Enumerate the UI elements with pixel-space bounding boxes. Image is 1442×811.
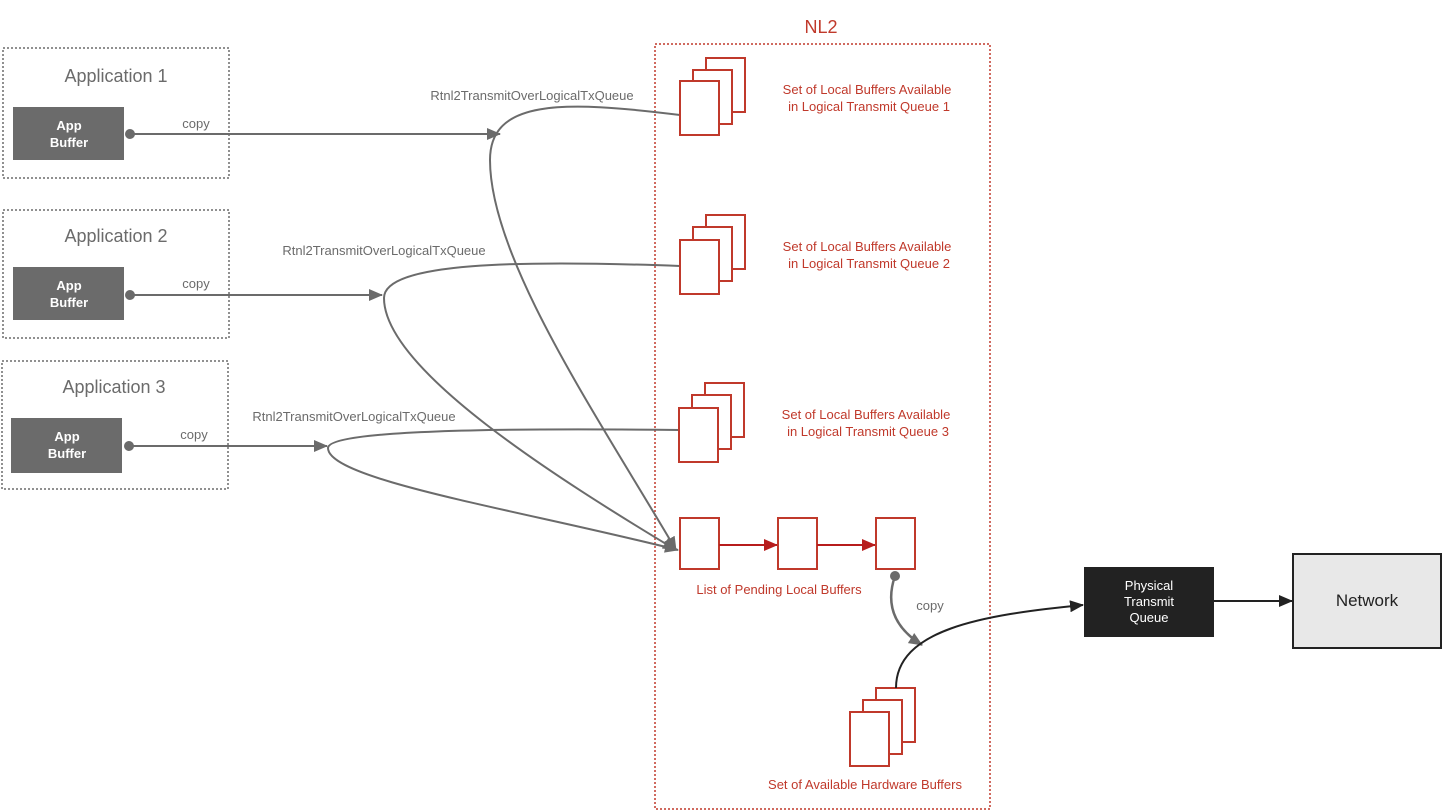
nl2-frame xyxy=(654,43,991,810)
application-2-title: Application 2 xyxy=(64,226,167,246)
app-buffer-1[interactable] xyxy=(13,107,124,160)
app-buffer-2[interactable] xyxy=(13,267,124,320)
application-3-frame xyxy=(1,360,229,490)
app-buffer-1-label-line1: App xyxy=(56,118,81,133)
pending-buffer-3[interactable] xyxy=(875,517,916,570)
hardware-buffer-stack[interactable] xyxy=(849,687,916,767)
hardware-copy-arrow xyxy=(890,571,923,647)
network-node[interactable]: Network xyxy=(1292,553,1442,649)
pending-buffer-2[interactable] xyxy=(777,517,818,570)
queue-1-label-line2: in Logical Transmit Queue 1 xyxy=(788,99,950,114)
pending-buffer-1[interactable] xyxy=(679,517,720,570)
queue-2-label-line2: in Logical Transmit Queue 2 xyxy=(788,256,950,271)
queue-3-label-line1: Set of Local Buffers Available xyxy=(782,407,951,422)
application-1-group: Application 1 App Buffer copy xyxy=(2,47,230,179)
buffer-stack-queue-3[interactable] xyxy=(678,382,745,463)
flow-curve-queue-3 xyxy=(326,428,681,553)
application-1-title: Application 1 xyxy=(64,66,167,86)
app-buffer-2-label-line2: Buffer xyxy=(50,295,88,310)
physical-queue-label-line2: Transmit xyxy=(1124,594,1174,609)
flow-curve-queue-1 xyxy=(488,105,681,551)
hardware-copy-curve xyxy=(890,575,923,647)
application-3-group: Application 3 App Buffer copy xyxy=(1,360,229,490)
physical-queue-label-line1: Physical xyxy=(1125,578,1174,593)
app-buffer-3-label-line1: App xyxy=(54,429,79,444)
application-1-frame xyxy=(2,47,230,179)
function-label-1: Rtnl2TransmitOverLogicalTxQueue xyxy=(430,88,633,103)
hardware-to-physical-curve xyxy=(895,600,1084,689)
copy-label-3: copy xyxy=(180,427,208,442)
buffer-stack-queue-2[interactable] xyxy=(679,214,746,295)
copy-arrow-2 xyxy=(125,289,383,301)
app-buffer-3-label-line2: Buffer xyxy=(48,446,86,461)
copy-label-1: copy xyxy=(182,116,210,131)
network-label: Network xyxy=(1336,591,1399,610)
application-2-group: Application 2 App Buffer copy xyxy=(2,209,230,339)
copy-label-2: copy xyxy=(182,276,210,291)
application-2-frame xyxy=(2,209,230,339)
physical-queue-label-line3: Queue xyxy=(1129,610,1168,625)
function-label-3: Rtnl2TransmitOverLogicalTxQueue xyxy=(252,409,455,424)
app-buffer-1-label-line2: Buffer xyxy=(50,135,88,150)
buffer-stack-queue-1[interactable] xyxy=(679,57,746,136)
application-3-title: Application 3 xyxy=(62,377,165,397)
hardware-buffers-label: Set of Available Hardware Buffers xyxy=(768,777,962,792)
queue-1-label-line1: Set of Local Buffers Available xyxy=(783,82,952,97)
app-buffer-2-label-line1: App xyxy=(56,278,81,293)
pending-list-label: List of Pending Local Buffers xyxy=(696,582,862,597)
copy-arrow-3 xyxy=(124,440,328,452)
queue-2-label-line1: Set of Local Buffers Available xyxy=(783,239,952,254)
hardware-copy-label: copy xyxy=(916,598,944,613)
copy-arrow-1 xyxy=(125,128,501,140)
function-label-2: Rtnl2TransmitOverLogicalTxQueue xyxy=(282,243,485,258)
flow-curve-queue-2 xyxy=(382,262,681,551)
queue-3-label-line2: in Logical Transmit Queue 3 xyxy=(787,424,949,439)
pending-buffer-list xyxy=(679,517,916,570)
nl2-title: NL2 xyxy=(804,17,837,37)
physical-transmit-queue[interactable]: Physical Transmit Queue xyxy=(1084,567,1214,637)
app-buffer-3[interactable] xyxy=(11,418,122,473)
